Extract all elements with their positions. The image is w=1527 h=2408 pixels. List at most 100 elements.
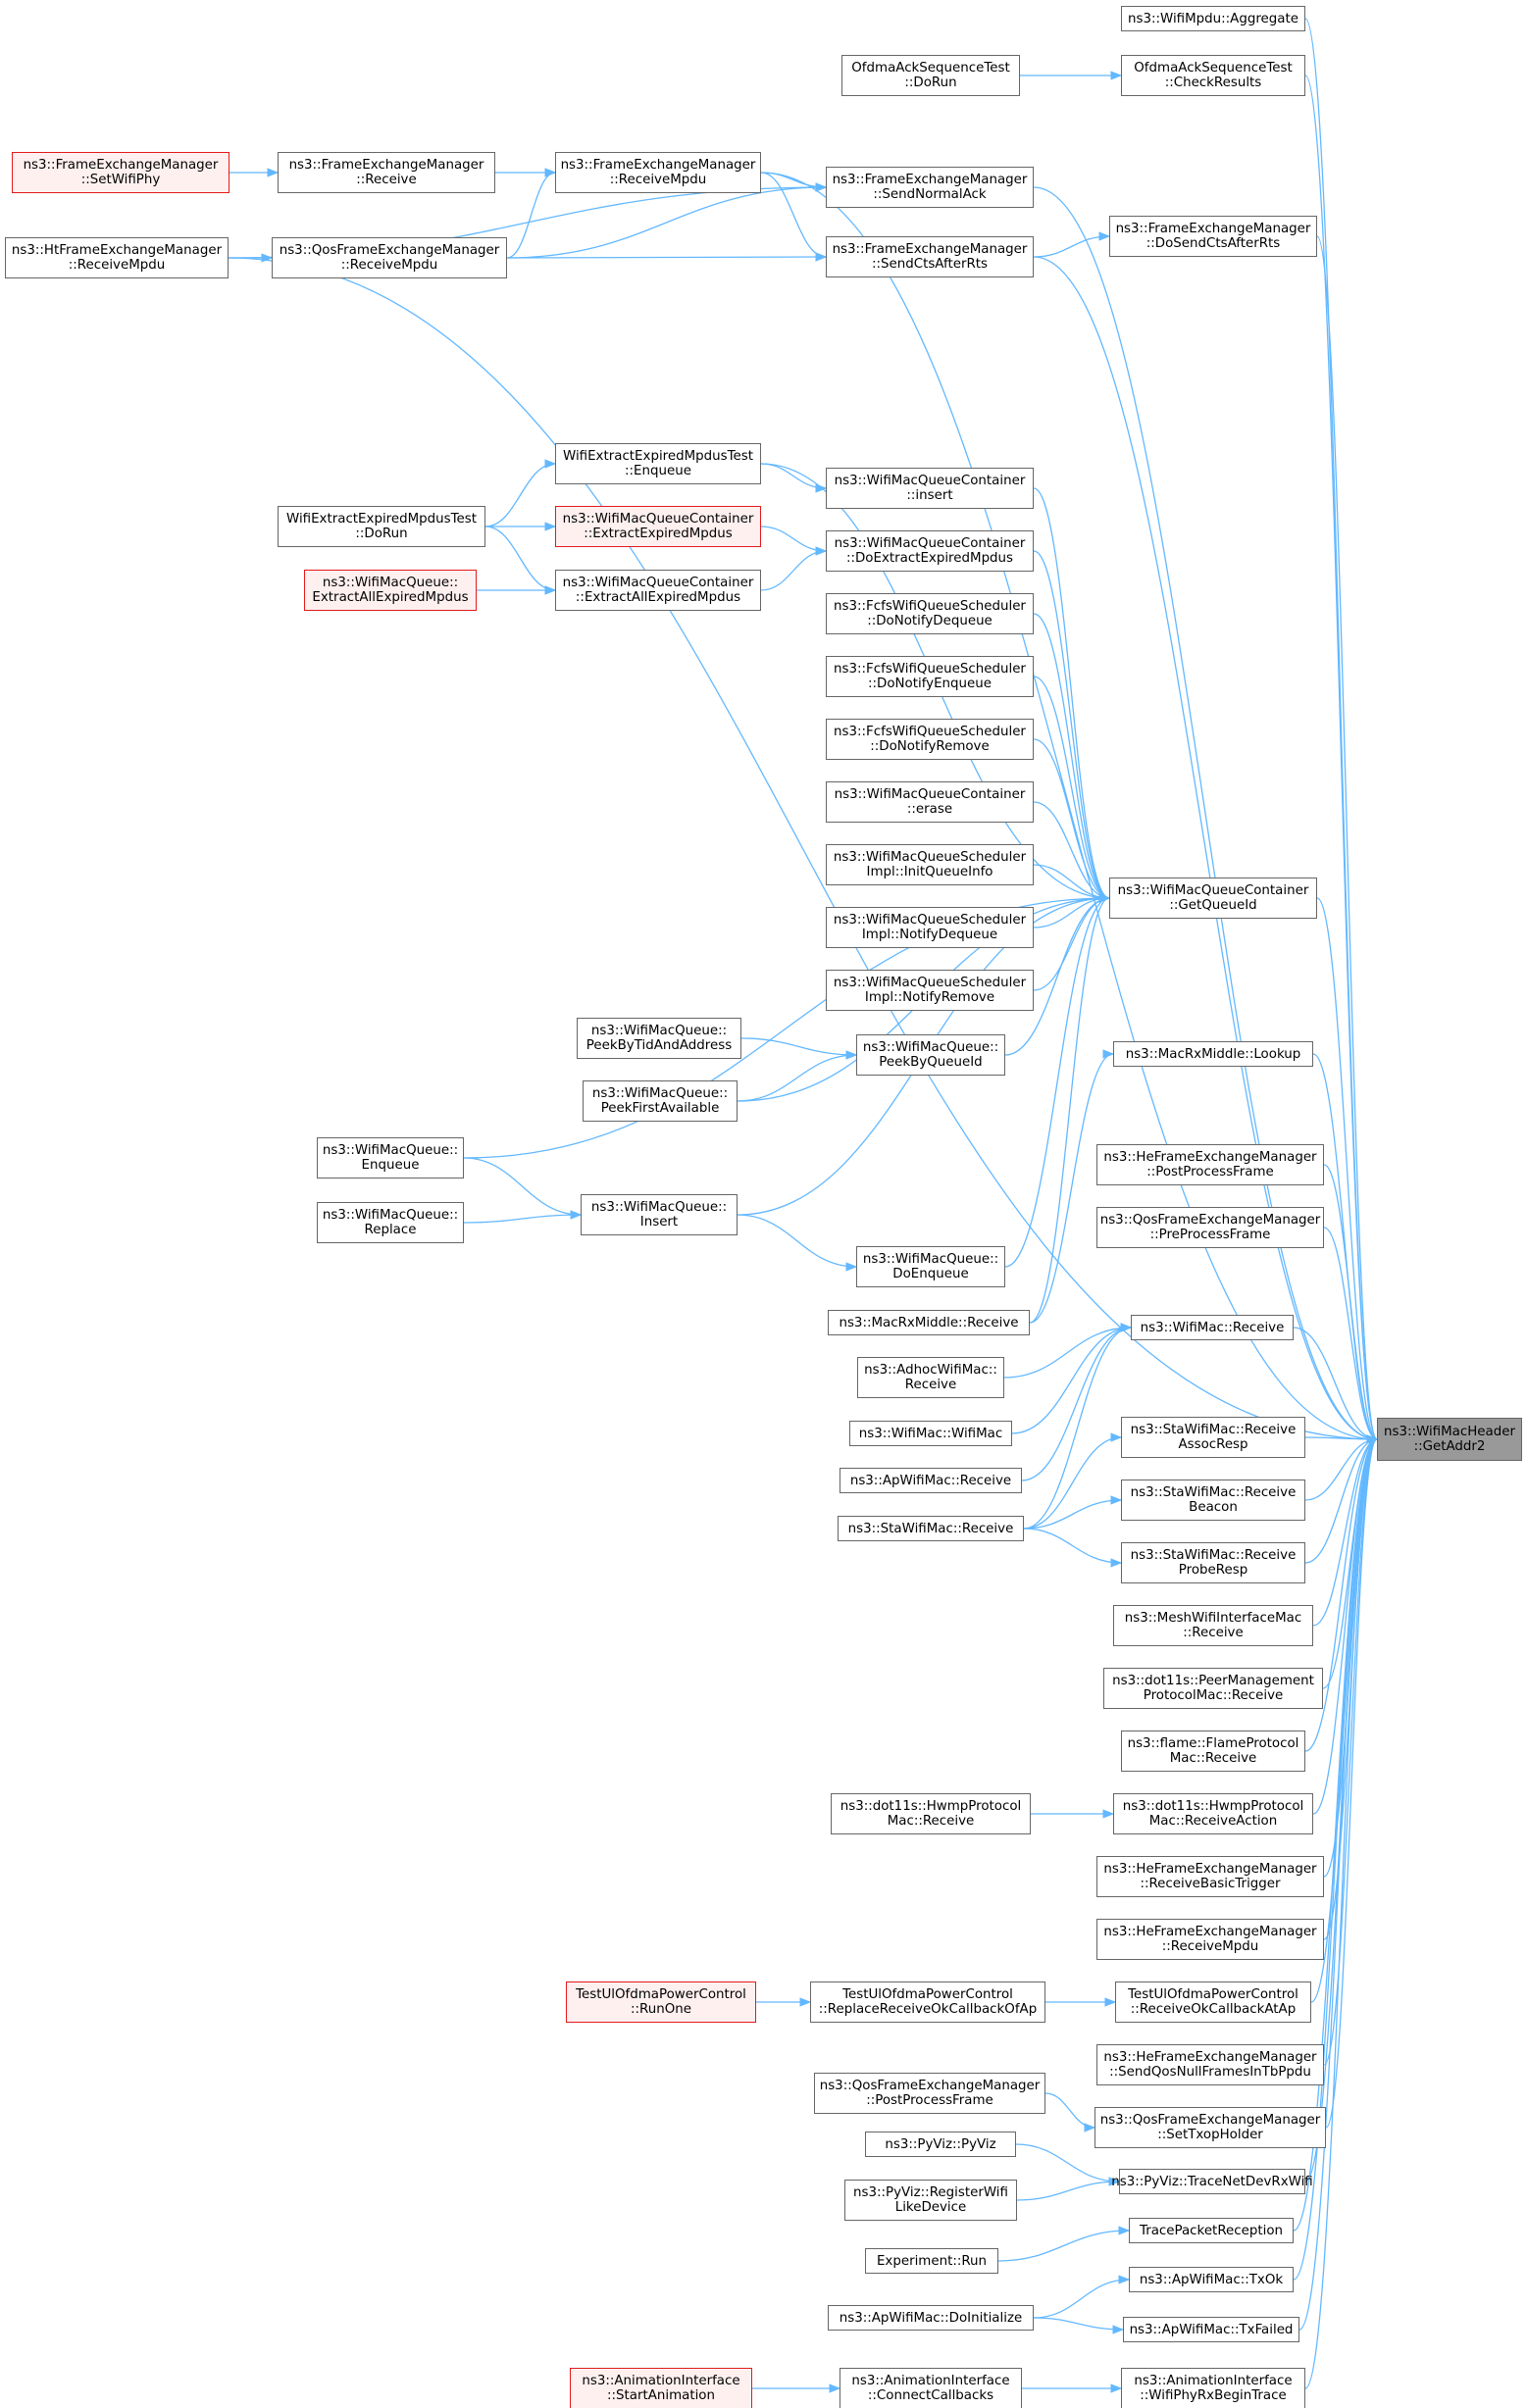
call-edge-macrxmiddle_receive-to-macrxmiddle_lookup	[1029, 1049, 1115, 1324]
node-label-line: ::PostProcessFrame	[866, 2093, 993, 2108]
node-getaddr2[interactable]: ns3::WifiMacHeader::GetAddr2	[1377, 1418, 1522, 1461]
node-tracepacketreception[interactable]: TracePacketReception	[1129, 2218, 1294, 2243]
node-wmq-peekfirstavailable[interactable]: ns3::WifiMacQueue::PeekFirstAvailable	[583, 1080, 738, 1122]
node-fcfs-donotifydequeue[interactable]: ns3::FcfsWifiQueueScheduler::DoNotifyDeq…	[826, 593, 1034, 634]
node-wmqc-erase[interactable]: ns3::WifiMacQueueContainer::erase	[826, 781, 1034, 823]
node-macrxmiddle-lookup[interactable]: ns3::MacRxMiddle::Lookup	[1113, 1041, 1313, 1067]
node-htfem-receivempdu[interactable]: ns3::HtFrameExchangeManager::ReceiveMpdu	[5, 237, 229, 278]
call-edge-qosfem_receivempdu-to-fem_sendctsafterrts	[506, 252, 828, 262]
node-qosfem-preprocessframe[interactable]: ns3::QosFrameExchangeManager::PreProcess…	[1096, 1207, 1324, 1248]
call-edge-wmq_peekbyqueueid-to-wmqc_getqueueid	[1004, 893, 1111, 1056]
node-label-line: ::ExtractAllExpiredMpdus	[575, 590, 741, 605]
node-tuopc-replacecb[interactable]: TestUlOfdmaPowerControl::ReplaceReceiveO…	[810, 1982, 1045, 2023]
node-wmqc-doextractexpired[interactable]: ns3::WifiMacQueueContainer::DoExtractExp…	[826, 530, 1034, 572]
node-wifimac-receive[interactable]: ns3::WifiMac::Receive	[1131, 1315, 1294, 1340]
node-mesh-receive[interactable]: ns3::MeshWifiInterfaceMac::Receive	[1113, 1605, 1313, 1646]
call-edge-pyviz_registerwifi-to-pyviz_tracenetdevrxwifi	[1016, 2177, 1121, 2201]
node-ap-txfailed[interactable]: ns3::ApWifiMac::TxFailed	[1123, 2317, 1299, 2342]
node-fem-sendnormalack[interactable]: ns3::FrameExchangeManager::SendNormalAck	[826, 167, 1034, 208]
node-adhoc-receive[interactable]: ns3::AdhocWifiMac::Receive	[857, 1357, 1004, 1398]
node-wmq-doenqueue[interactable]: ns3::WifiMacQueue::DoEnqueue	[856, 1246, 1005, 1287]
node-hefem-postprocessframe[interactable]: ns3::HeFrameExchangeManager::PostProcess…	[1096, 1144, 1324, 1185]
node-hefem-receivebasictrigger[interactable]: ns3::HeFrameExchangeManager::ReceiveBasi…	[1096, 1856, 1324, 1897]
node-label-line: ns3::HeFrameExchangeManager	[1103, 1862, 1317, 1877]
node-fcfs-donotifyremove[interactable]: ns3::FcfsWifiQueueScheduler::DoNotifyRem…	[826, 719, 1034, 760]
node-tuopc-receiveokcb[interactable]: TestUlOfdmaPowerControl::ReceiveOkCallba…	[1115, 1982, 1311, 2023]
node-anim-wifiphyrxbegintrace[interactable]: ns3::AnimationInterface::WifiPhyRxBeginT…	[1121, 2368, 1305, 2408]
node-fem-dosendctsafterrts[interactable]: ns3::FrameExchangeManager::DoSendCtsAfte…	[1109, 216, 1317, 257]
node-ap-receive[interactable]: ns3::ApWifiMac::Receive	[840, 1468, 1022, 1493]
node-ap-txok[interactable]: ns3::ApWifiMac::TxOk	[1129, 2267, 1294, 2292]
node-weemt-enqueue[interactable]: WifiExtractExpiredMpdusTest::Enqueue	[555, 443, 761, 484]
call-edge-sta_receive-to-sta_receivebeacon	[1023, 1495, 1123, 1530]
node-macrxmiddle-receive[interactable]: ns3::MacRxMiddle::Receive	[828, 1310, 1030, 1335]
node-fem-receive[interactable]: ns3::FrameExchangeManager::Receive	[278, 152, 495, 193]
node-qosfem-receivempdu[interactable]: ns3::QosFrameExchangeManager::ReceiveMpd…	[272, 237, 507, 278]
call-edge-wmq_peekfirstavailable-to-wmq_peekbyqueueid	[737, 1050, 858, 1102]
node-label-line: PeekFirstAvailable	[600, 1101, 720, 1116]
node-label-line: OfdmaAckSequenceTest	[1134, 61, 1293, 75]
call-edge-wmqc_erase-to-wmqc_getqueueid	[1033, 801, 1111, 903]
node-pyviz-tracenetdevrxwifi[interactable]: ns3::PyViz::TraceNetDevRxWifi	[1111, 2169, 1313, 2194]
node-label-line: ProbeResp	[1178, 1563, 1248, 1578]
node-tuopc-runone[interactable]: TestUlOfdmaPowerControl::RunOne	[566, 1982, 756, 2023]
node-hefem-sendqosnull[interactable]: ns3::HeFrameExchangeManager::SendQosNull…	[1096, 2044, 1324, 2085]
node-aggregate[interactable]: ns3::WifiMpdu::Aggregate	[1121, 6, 1305, 31]
node-label-line: OfdmaAckSequenceTest	[851, 61, 1010, 75]
call-edge-fem_sendctsafterrts-to-fem_dosendctsafterrts	[1033, 231, 1111, 258]
node-label-line: ns3::AnimationInterface	[851, 2374, 1010, 2388]
node-anim-connectcallbacks[interactable]: ns3::AnimationInterface::ConnectCallback…	[840, 2368, 1022, 2408]
node-wmq-peekbyqueueid[interactable]: ns3::WifiMacQueue::PeekByQueueId	[856, 1034, 1005, 1076]
call-edge-wmq_doenqueue-to-wmqc_getqueueid	[1004, 893, 1111, 1268]
node-fcfs-donotifyenqueue[interactable]: ns3::FcfsWifiQueueScheduler::DoNotifyEnq…	[826, 656, 1034, 697]
call-edge-fcfs_donotifyremove-to-wmqc_getqueueid	[1033, 738, 1111, 903]
node-wmqc-extractexpired[interactable]: ns3::WifiMacQueueContainer::ExtractExpir…	[555, 506, 761, 547]
node-fem-setwifiphy[interactable]: ns3::FrameExchangeManager::SetWifiPhy	[12, 152, 229, 193]
node-wmqc-getqueueid[interactable]: ns3::WifiMacQueueContainer::GetQueueId	[1109, 878, 1317, 919]
node-label-line: Impl::NotifyRemove	[864, 990, 995, 1005]
node-label-line: ns3::WifiMacQueueContainer	[562, 576, 754, 590]
call-edge-fcfs_donotifydequeue-to-wmqc_getqueueid	[1033, 613, 1111, 903]
node-ofdma-dorun[interactable]: OfdmaAckSequenceTest::DoRun	[841, 55, 1020, 96]
node-qosfem-postprocessframe[interactable]: ns3::QosFrameExchangeManager::PostProces…	[814, 2073, 1045, 2114]
node-wmq-enqueue[interactable]: ns3::WifiMacQueue::Enqueue	[317, 1137, 464, 1179]
call-edge-ap_receive-to-wifimac_receive	[1021, 1323, 1133, 1481]
node-label-line: ::GetAddr2	[1413, 1439, 1486, 1454]
node-pyviz-pyviz[interactable]: ns3::PyViz::PyViz	[865, 2132, 1016, 2157]
node-anim-startanimation[interactable]: ns3::AnimationInterface::StartAnimation	[570, 2368, 752, 2408]
node-fem-sendctsafterrts[interactable]: ns3::FrameExchangeManager::SendCtsAfterR…	[826, 236, 1034, 277]
node-wifimac-wifimac[interactable]: ns3::WifiMac::WifiMac	[849, 1421, 1012, 1446]
node-qosfem-settxopholder[interactable]: ns3::QosFrameExchangeManager::SetTxopHol…	[1094, 2107, 1326, 2148]
node-label-line: ns3::dot11s::HwmpProtocol	[840, 1799, 1022, 1814]
node-wmqc-extractallexpired[interactable]: ns3::WifiMacQueueContainer::ExtractAllEx…	[555, 570, 761, 611]
node-ap-doinitialize[interactable]: ns3::ApWifiMac::DoInitialize	[828, 2305, 1034, 2331]
node-label-line: Impl::InitQueueInfo	[866, 865, 993, 879]
node-weemt-dorun[interactable]: WifiExtractExpiredMpdusTest::DoRun	[278, 506, 485, 547]
node-wmq-extractallexpired[interactable]: ns3::WifiMacQueue::ExtractAllExpiredMpdu…	[304, 570, 477, 611]
node-wmq-replace[interactable]: ns3::WifiMacQueue::Replace	[317, 1202, 464, 1243]
call-edge-wmq_insert-to-wmq_doenqueue	[737, 1214, 858, 1272]
node-wmqc-insert[interactable]: ns3::WifiMacQueueContainer::insert	[826, 468, 1034, 509]
node-hefem-receivempdu[interactable]: ns3::HeFrameExchangeManager::ReceiveMpdu	[1096, 1919, 1324, 1960]
node-fem-receivempdu[interactable]: ns3::FrameExchangeManager::ReceiveMpdu	[555, 152, 761, 193]
node-ofdma-checkresults[interactable]: OfdmaAckSequenceTest::CheckResults	[1121, 55, 1305, 96]
node-label-line: ns3::MacRxMiddle::Lookup	[1125, 1046, 1301, 1062]
node-label-line: ns3::dot11s::HwmpProtocol	[1122, 1799, 1304, 1814]
node-wmq-insert[interactable]: ns3::WifiMacQueue::Insert	[581, 1194, 738, 1235]
call-edge-htfem_receivempdu-to-getaddr2	[228, 257, 1379, 1444]
node-experiment-run[interactable]: Experiment::Run	[865, 2248, 998, 2274]
node-sta-receive[interactable]: ns3::StaWifiMac::Receive	[838, 1516, 1024, 1541]
node-wmq-peekbytidandaddress[interactable]: ns3::WifiMacQueue::PeekByTidAndAddress	[577, 1018, 741, 1059]
